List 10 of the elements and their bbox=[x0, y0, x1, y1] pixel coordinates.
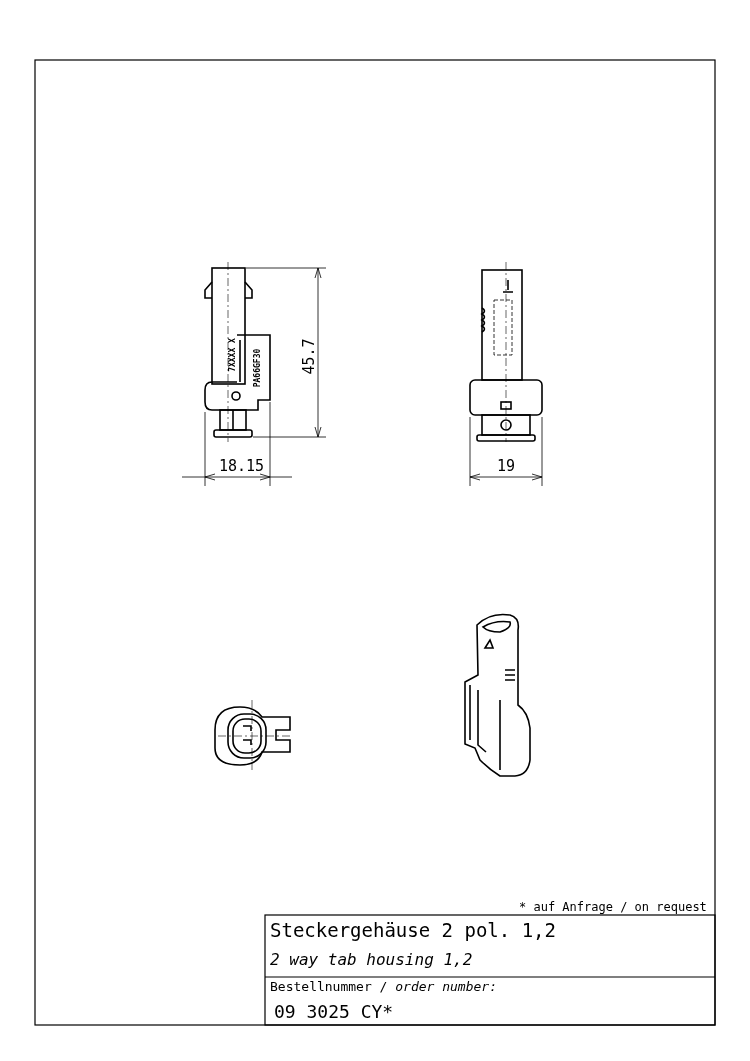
dimension-value: 18.15 bbox=[219, 459, 265, 474]
dimension-value: 19 bbox=[497, 459, 516, 474]
order-number: 09 3025 CY* bbox=[274, 1003, 394, 1021]
part-title-translation: 2 way tab housing 1,2 bbox=[270, 952, 473, 968]
dimension-value: 45.7 bbox=[301, 337, 317, 375]
footnote: * auf Anfrage / on request bbox=[519, 901, 707, 913]
part-title: Steckergehäuse 2 pol. 1,2 bbox=[270, 921, 556, 940]
order-number-heading: Bestellnummer / order number: bbox=[270, 980, 497, 993]
part-marking: 7XXXX X bbox=[228, 338, 237, 372]
material-marking: PA66GF30 bbox=[253, 348, 262, 388]
